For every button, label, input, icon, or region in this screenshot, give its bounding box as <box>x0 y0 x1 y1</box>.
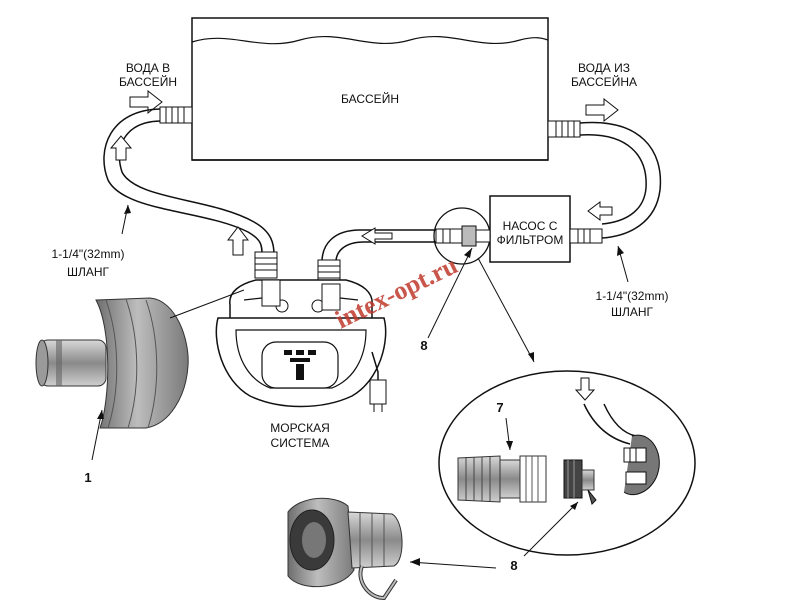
water-out-label-line1: ВОДА ИЗ <box>578 61 630 75</box>
sea-system-label-line1: МОРСКАЯ <box>270 421 330 435</box>
leader-callout-8-top <box>427 247 473 339</box>
leader-part-8-bottom <box>409 561 497 569</box>
detail-adapter-8 <box>563 459 597 505</box>
pool-tank: БАССЕЙН <box>191 17 549 161</box>
water-in-label-line2: БАССЕЙН <box>119 74 177 89</box>
flow-arrow-up-to-system <box>226 226 250 256</box>
flow-arrow-right-left <box>587 201 613 221</box>
pool-inlet-fitting <box>159 106 193 124</box>
water-out-label-line2: БАССЕЙНА <box>571 74 637 89</box>
middle-hose <box>321 229 436 263</box>
water-in-label-line1: ВОДА В <box>126 61 170 75</box>
pool-label: БАССЕЙН <box>341 91 399 106</box>
callout-8-top: 8 <box>420 338 427 353</box>
hose-right-label-line2: ШЛАНГ <box>611 305 654 319</box>
sea-system-unit <box>215 279 387 412</box>
pump-inlet-fitting <box>569 228 603 244</box>
sea-system-label-line2: СИСТЕМА <box>271 436 330 450</box>
callout-7: 7 <box>496 400 503 415</box>
sea-system-display-icon <box>284 350 316 380</box>
detail-flow-arrow-down <box>574 377 596 401</box>
hose-right-label-line1: 1-1/4"(32mm) <box>596 289 669 303</box>
pump-label-line2: ФИЛЬТРОМ <box>497 233 564 247</box>
adapter-part-8-image <box>287 497 403 601</box>
right-hose <box>579 121 662 239</box>
pump-outlet-fitting <box>433 207 491 265</box>
detail-leader <box>477 257 535 363</box>
hose-left-label-line2: ШЛАНГ <box>67 265 110 279</box>
callout-8-bottom: 8 <box>510 558 517 573</box>
flow-arrow-middle-left <box>361 227 393 245</box>
pool-outlet-fitting <box>547 120 581 138</box>
flow-arrow-left-up <box>109 135 133 161</box>
hose-left-label-line1: 1-1/4"(32mm) <box>52 247 125 261</box>
detail-pump-pipe <box>583 403 660 496</box>
leader-part-1-to-system <box>169 289 245 319</box>
pump-label-line1: НАСОС С <box>503 219 558 233</box>
water-in-arrow <box>129 89 163 115</box>
system-outlet-fitting <box>254 251 278 279</box>
callout-1: 1 <box>84 470 91 485</box>
adapter-part-1-image <box>35 297 189 429</box>
detail-corrugated-hose <box>457 455 547 503</box>
leader-callout-8-detail <box>523 501 579 557</box>
water-out-arrow <box>585 97 619 123</box>
pump-with-filter: НАСОС С ФИЛЬТРОМ <box>489 195 571 263</box>
